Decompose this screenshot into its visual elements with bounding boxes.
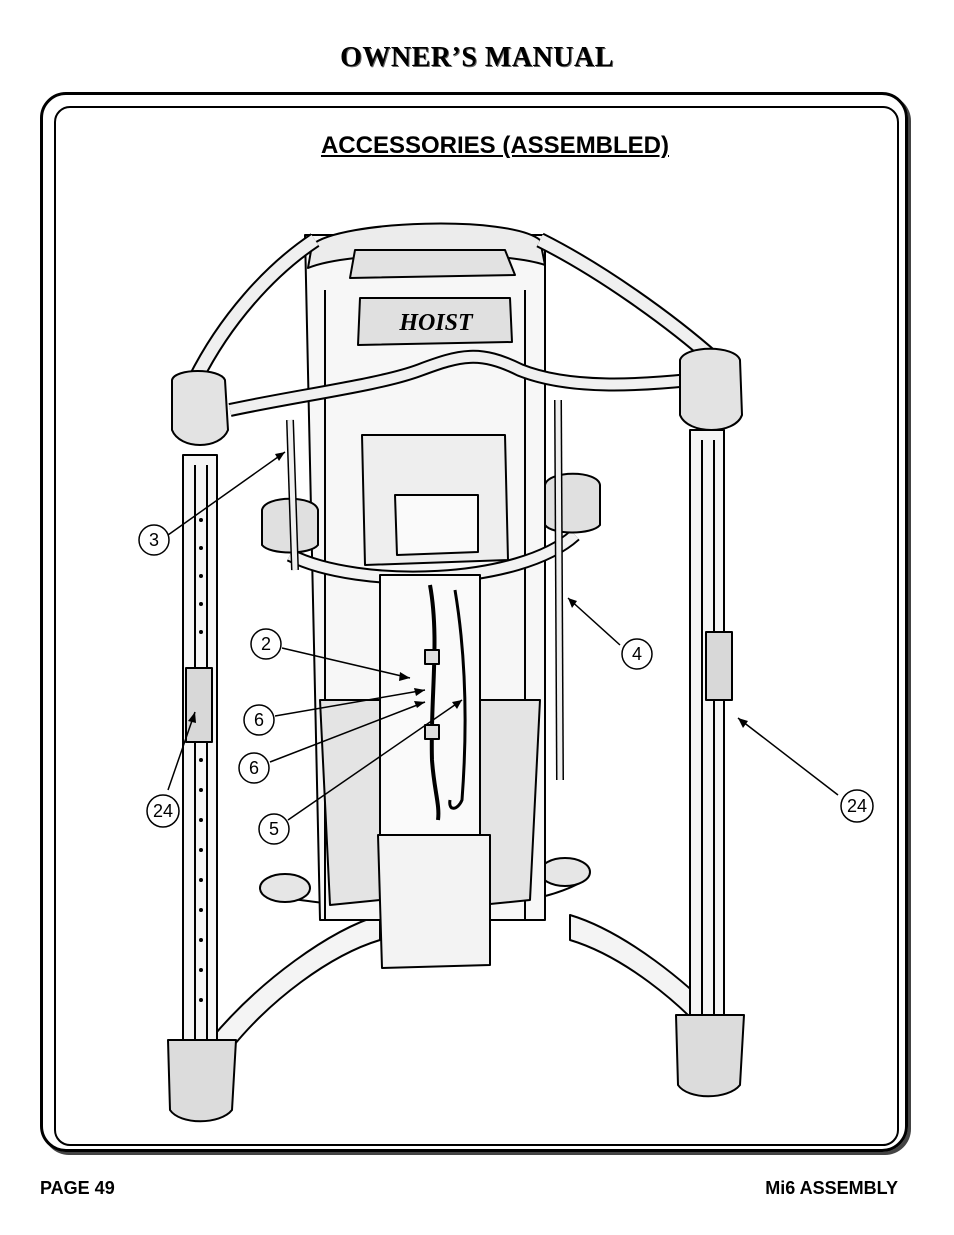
ankle-strap: [448, 589, 467, 810]
callout-5-label: 5: [269, 819, 279, 839]
carriage-right: [705, 631, 733, 701]
cable-clip-1: [424, 649, 440, 665]
callout-24b: [840, 789, 874, 823]
pivot-left: [171, 370, 229, 446]
pullup-bar-fill: [228, 351, 691, 415]
column-right: [689, 429, 725, 1046]
callout-6b-label: 6: [249, 758, 259, 778]
leader-2: [281, 647, 411, 679]
callout-3: [138, 524, 170, 556]
callout-4-label: 4: [632, 644, 642, 664]
column-left: [182, 454, 218, 1051]
callout-2-label: 2: [261, 634, 271, 654]
section-title: ACCESSORIES (ASSEMBLED): [320, 132, 670, 159]
leader-3: [167, 451, 286, 536]
callout-2: [250, 628, 282, 660]
foot-front-left: [167, 1039, 237, 1123]
manual-title: OWNER’S MANUAL: [340, 42, 614, 73]
column-holes-left: [199, 518, 203, 1002]
pivot-right: [679, 347, 743, 431]
tower-cap-top: [349, 249, 516, 279]
foot-back-left: [259, 873, 311, 903]
callout-6a: [243, 704, 275, 736]
hoist-logo: HOIST: [398, 310, 474, 336]
base-arm-left: [209, 914, 381, 1051]
outer-frame: [40, 92, 908, 1152]
handle-grip-right: [544, 472, 601, 534]
page-number: PAGE 49: [40, 1178, 115, 1198]
logo-plate: [357, 297, 513, 346]
callout-4: [621, 638, 653, 670]
inner-frame: [54, 106, 899, 1146]
foot-front-right: [675, 1014, 745, 1098]
callout-6b: [238, 752, 270, 784]
leader-5: [287, 699, 463, 821]
leader-24a: [167, 711, 196, 791]
document-section: Mi6 ASSEMBLY: [765, 1178, 898, 1198]
cable-clip-2: [424, 724, 440, 740]
carriage-left: [185, 667, 213, 743]
callout-5: [258, 813, 290, 845]
leader-4: [567, 597, 621, 646]
leader-6a: [274, 689, 426, 717]
callout-24b-label: 24: [847, 796, 867, 816]
top-arm-left-fill: [189, 235, 319, 383]
callout-6a-label: 6: [254, 710, 264, 730]
foot-back-right: [539, 857, 591, 887]
stack-cover: [377, 834, 491, 969]
top-arm-right-fill: [537, 234, 719, 365]
callout-3-label: 3: [149, 530, 159, 550]
callout-24a-label: 24: [153, 801, 173, 821]
callout-24a: [146, 794, 180, 828]
leader-6b: [269, 701, 426, 763]
display-screen: [394, 494, 479, 556]
leader-24b: [737, 717, 839, 796]
